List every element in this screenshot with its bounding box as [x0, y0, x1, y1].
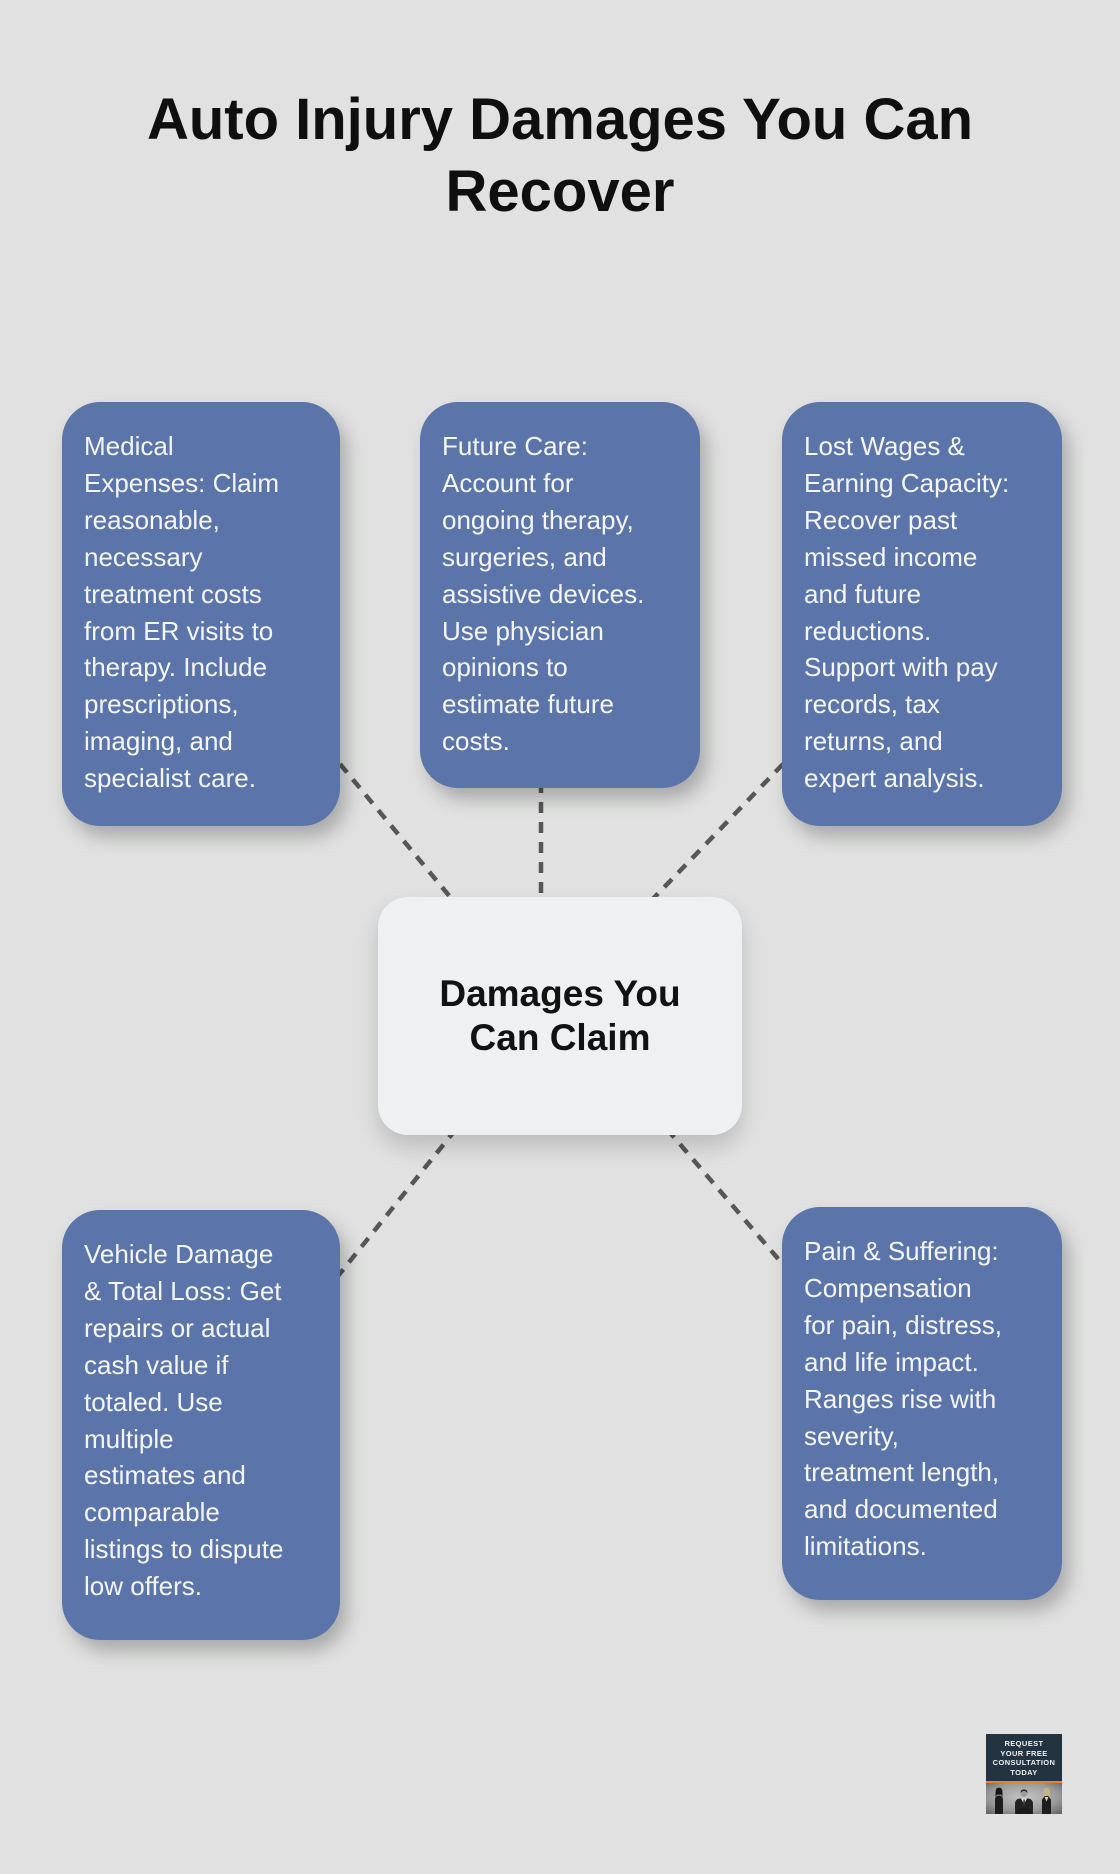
node-medical-expenses: Medical Expenses: Claim reasonable, nece…: [62, 402, 340, 826]
page-title: Auto Injury Damages You Can Recover: [146, 87, 974, 224]
node-future-care: Future Care: Account for ongoing therapy…: [420, 402, 700, 788]
center-node: Damages You Can Claim: [378, 897, 742, 1135]
attorneys-photo: [986, 1783, 1062, 1814]
node-vehicle-damage-text: Vehicle Damage & Total Loss: Get repairs…: [84, 1239, 284, 1602]
node-medical-expenses-text: Medical Expenses: Claim reasonable, nece…: [84, 431, 280, 794]
right-woman-silhouette: [1042, 1787, 1051, 1814]
left-woman-silhouette: [995, 1787, 1003, 1814]
consultation-badge[interactable]: REQUEST YOUR FREE CONSULTATION TODAY: [986, 1734, 1062, 1814]
connector-pain-suffering: [665, 1127, 788, 1270]
node-lost-wages-text: Lost Wages & Earning Capacity: Recover p…: [804, 431, 1010, 794]
consultation-badge-text: REQUEST YOUR FREE CONSULTATION TODAY: [992, 1739, 1056, 1777]
node-vehicle-damage: Vehicle Damage & Total Loss: Get repairs…: [62, 1210, 340, 1640]
connector-vehicle-damage: [336, 1127, 458, 1278]
orange-divider: [986, 1781, 1062, 1783]
node-pain-suffering: Pain & Suffering: Compensation for pain,…: [782, 1207, 1062, 1600]
connector-lost-wages: [646, 762, 785, 906]
node-future-care-text: Future Care: Account for ongoing therapy…: [442, 431, 645, 757]
node-pain-suffering-text: Pain & Suffering: Compensation for pain,…: [804, 1236, 1002, 1562]
connector-medical-expenses: [338, 762, 458, 906]
center-node-label: Damages You Can Claim: [439, 972, 681, 1058]
center-man-silhouette: [1015, 1789, 1033, 1814]
node-lost-wages: Lost Wages & Earning Capacity: Recover p…: [782, 402, 1062, 826]
